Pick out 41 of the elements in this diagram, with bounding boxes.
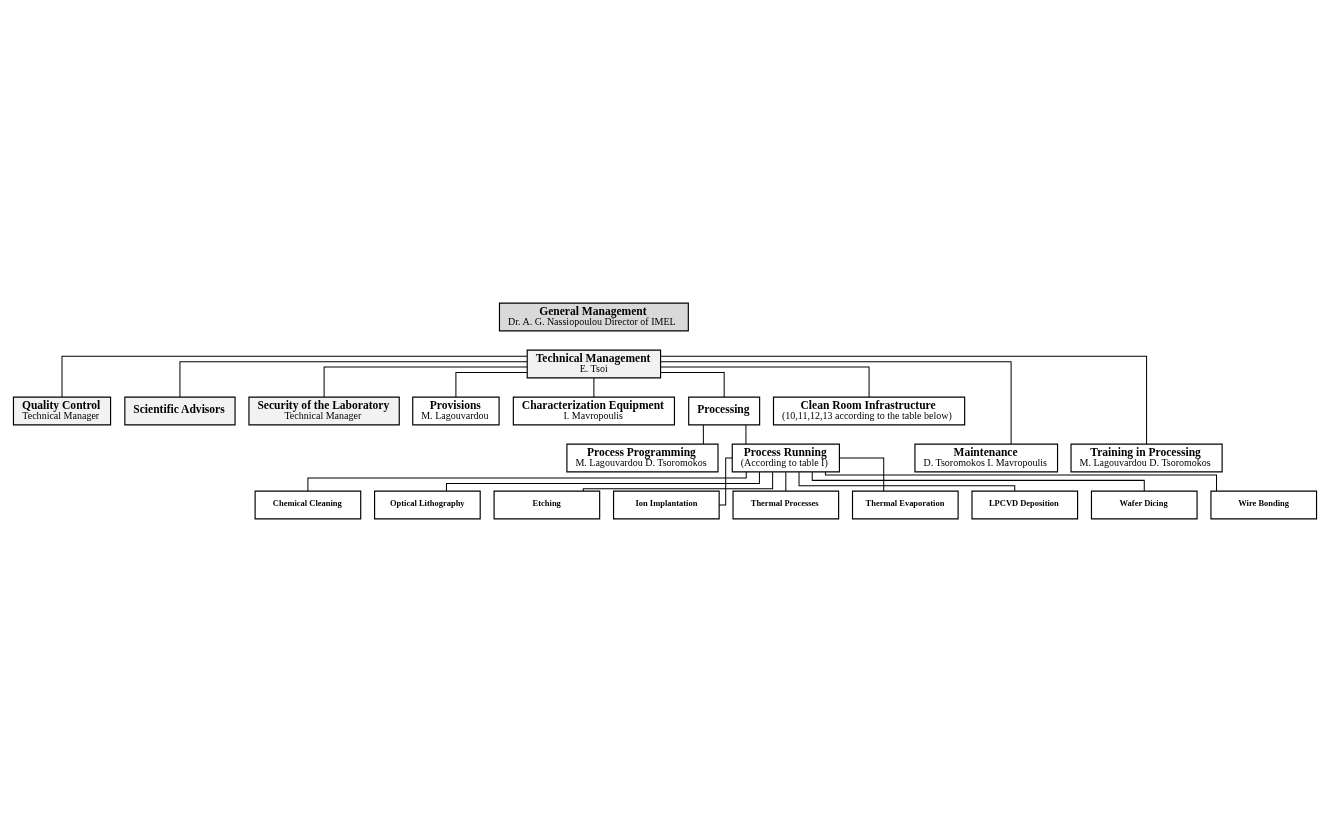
node-box: Wire Bonding xyxy=(1210,490,1318,520)
node-box: Thermal Processes xyxy=(732,490,840,520)
node-box: Scientific Advisors xyxy=(124,396,236,426)
node-box: Clean Room Infrastructure (10,11,12,13 according to the table below) xyxy=(772,396,966,426)
connector xyxy=(445,471,760,492)
node-box: Optical Lithography xyxy=(374,490,481,520)
node-box: Wafer Dicing xyxy=(1090,490,1198,520)
node-box: Maintenance D. Tsoromokos I. Mavropoulis xyxy=(914,443,1059,473)
node-box: Ion Implantation xyxy=(612,490,720,520)
connector xyxy=(785,471,787,492)
node-box: Characterization Equipment I. Mavropoulis xyxy=(512,396,676,426)
connector xyxy=(660,371,725,398)
connector xyxy=(179,361,528,398)
connector xyxy=(323,366,528,398)
node-box: Training in Processing M. Lagouvardou D. Tsoromokos xyxy=(1070,443,1223,473)
connector xyxy=(660,361,1012,445)
node-box: Process Running (According to table I) xyxy=(731,443,840,473)
connector xyxy=(307,471,747,492)
connector xyxy=(839,457,885,492)
connector xyxy=(582,471,774,492)
node-box: LPCVD Deposition xyxy=(971,490,1079,520)
connector xyxy=(745,424,747,445)
connector xyxy=(660,355,1148,445)
connector xyxy=(593,377,595,398)
node-box: Security of the Laboratory Technical Manager xyxy=(248,396,400,426)
node-box: Quality Control Technical Manager xyxy=(12,396,112,426)
node-box: Chemical Cleaning xyxy=(254,490,362,520)
connector xyxy=(61,355,528,398)
node-box: Etching xyxy=(493,490,601,520)
connector xyxy=(718,457,733,506)
connector xyxy=(455,371,528,398)
connector xyxy=(798,471,1016,492)
node-box: General Management Dr. A. G. Nassiopoulou Director of IMEL xyxy=(498,302,689,332)
connector xyxy=(660,366,870,398)
node-box: Process Programming M. Lagouvardou D. Tsoromokos xyxy=(566,443,719,473)
node-box: Thermal Evaporation xyxy=(851,490,959,520)
node-box: Technical Management E. Tsoi xyxy=(526,349,662,379)
connector xyxy=(811,471,1145,492)
node-box: Provisions M. Lagouvardou xyxy=(412,396,500,426)
connector xyxy=(702,424,704,445)
node-box: Processing xyxy=(688,396,761,426)
